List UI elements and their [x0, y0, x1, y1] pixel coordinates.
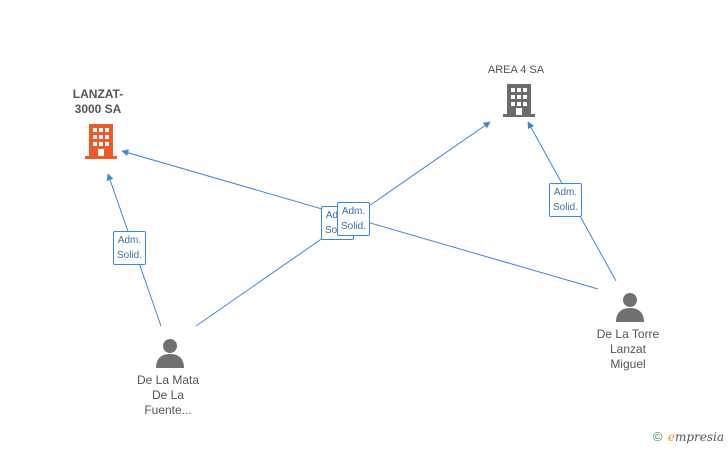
- edge-label-line: Adm.: [341, 206, 366, 217]
- person-icon[interactable]: [156, 339, 184, 368]
- person-label-line: Fuente...: [144, 403, 192, 417]
- edge-label-torre-area4: Adm. Solid.: [549, 183, 583, 217]
- building-icon[interactable]: [503, 84, 535, 117]
- person-icon[interactable]: [616, 293, 644, 322]
- edge-label-line: Solid.: [341, 221, 367, 232]
- building-icon[interactable]: [85, 124, 117, 159]
- edge-label-mata-lanzat: Adm. Solid.: [113, 231, 147, 265]
- brand-logo-text: mpresia: [674, 430, 724, 444]
- person-label-torre[interactable]: De La Torre Lanzat Miguel: [578, 327, 678, 372]
- person-label-line: De La Mata: [136, 373, 200, 387]
- person-label-mata[interactable]: De La Mata De La Fuente...: [118, 373, 218, 418]
- edge-label-line: Adm.: [117, 235, 142, 246]
- empresia-watermark: © empresia: [653, 429, 724, 444]
- edge-label-torre-lanzat: Adm. Solid.: [337, 202, 371, 236]
- person-label-line: Lanzat: [609, 342, 647, 356]
- company-label-lanzat[interactable]: LANZAT- 3000 SA: [58, 87, 138, 117]
- person-label-line: De La Torre: [596, 327, 660, 341]
- person-label-line: De La: [151, 388, 185, 402]
- edge-label-line: Solid.: [117, 250, 143, 261]
- copyright-symbol: ©: [652, 429, 663, 444]
- company-label-line: LANZAT-: [72, 87, 124, 101]
- brand-logo-e: e: [667, 430, 675, 444]
- edge-label-line: Adm.: [553, 187, 578, 198]
- edge-label-line: Solid.: [553, 202, 579, 213]
- company-label-area4[interactable]: AREA 4 SA: [476, 63, 556, 78]
- company-label-line: 3000 SA: [74, 102, 122, 116]
- person-label-line: Miguel: [610, 357, 646, 371]
- company-label-line: AREA 4 SA: [487, 64, 545, 76]
